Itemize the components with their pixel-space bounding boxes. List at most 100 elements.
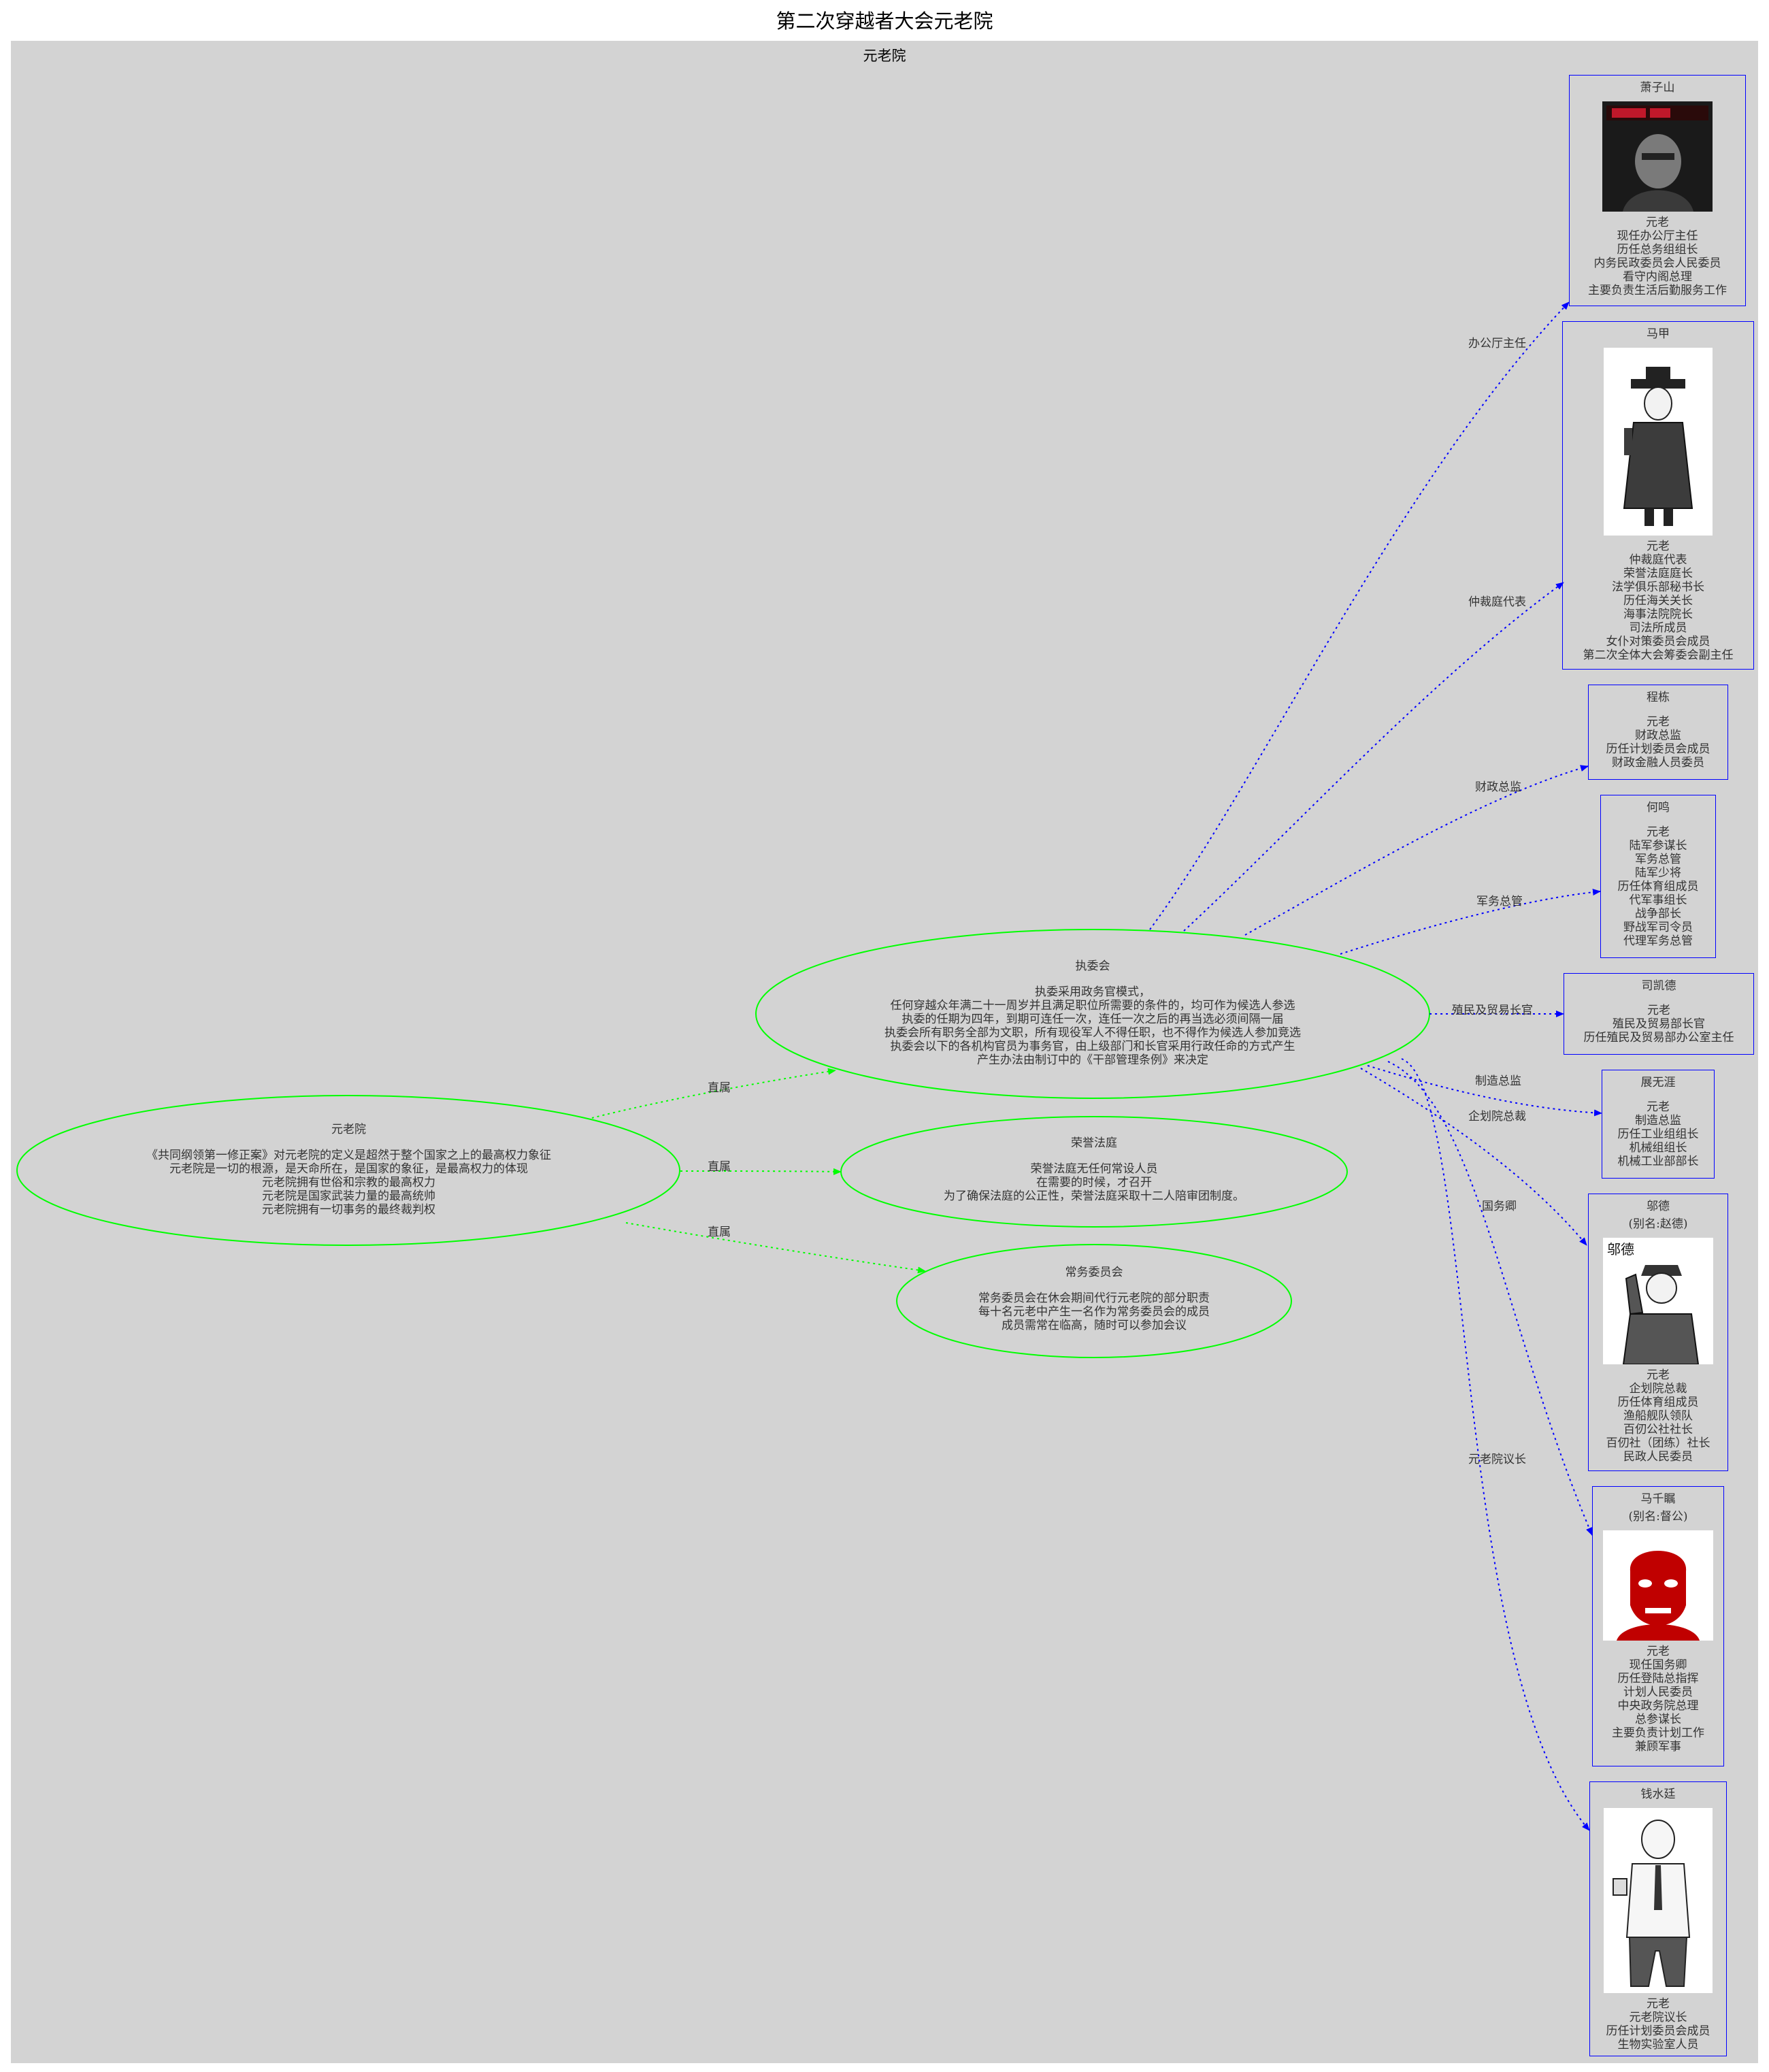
person-line: 荣誉法庭庭长 xyxy=(1623,567,1693,580)
edge-label: 军务总管 xyxy=(1476,895,1523,908)
person-line: 企划院总裁 xyxy=(1629,1382,1687,1396)
person-line: 总参谋长 xyxy=(1635,1713,1681,1726)
cluster-background xyxy=(11,41,1758,2063)
person-name: 展无涯 xyxy=(1640,1076,1676,1089)
person-line: 中央政务院总理 xyxy=(1617,1699,1699,1713)
person-line: 计划人民委员 xyxy=(1623,1685,1693,1699)
node-zhiweihui: 执委会 执委采用政务官模式， 任何穿越众年满二十一周岁并且满足职位所需要的条件的… xyxy=(756,959,1429,1067)
node-line: 执委会所有职务全部为文职，所有现役军人不得任职，也不得作为候选人参加竞选 xyxy=(884,1026,1301,1040)
person-line: 生物实验室人员 xyxy=(1617,2038,1699,2052)
person-line: 制造总监 xyxy=(1635,1114,1681,1128)
person-line: 百仞公社社长 xyxy=(1623,1423,1693,1436)
edge-zhiweihui-zhanwuya xyxy=(1367,1065,1602,1117)
person-line: 历任登陆总指挥 xyxy=(1617,1672,1699,1685)
node-line: 元老院拥有世俗和宗教的最高权力 xyxy=(262,1176,435,1189)
node-line: 产生办法由制订中的《干部管理条例》来决定 xyxy=(977,1053,1208,1067)
node-line: 执委会以下的各机构官员为事务官，由上级部门和长官采用行政任命的方式产生 xyxy=(890,1040,1295,1053)
person-line: 法学俱乐部秘书长 xyxy=(1612,580,1704,594)
person-chengdong: 程栋 元老 财政总监 历任计划委员会成员 财政金融人员委员 xyxy=(1588,685,1728,780)
person-line: 财政总监 xyxy=(1635,729,1681,742)
person-line: 主要负责生活后勤服务工作 xyxy=(1588,284,1727,297)
edge-zhiweihui-wude xyxy=(1360,1068,1587,1246)
node-title: 执委会 xyxy=(1075,959,1110,973)
person-name: 程栋 xyxy=(1647,691,1670,704)
person-line: 元老 xyxy=(1647,540,1670,553)
node-line: 常务委员会在休会期间代行元老院的部分职责 xyxy=(978,1292,1210,1305)
edge-zhiweihui-heming xyxy=(1340,889,1601,955)
person-line: 看守内阁总理 xyxy=(1623,270,1692,284)
person-line: 陆军参谋长 xyxy=(1629,839,1687,853)
node-title: 荣誉法庭 xyxy=(1071,1136,1117,1150)
node-line: 成员需常在临高，随时可以参加会议 xyxy=(1002,1319,1187,1332)
person-line: 历任殖民及贸易部办公室主任 xyxy=(1583,1031,1734,1045)
person-wude: 邬德 (别名:赵德) 邬德 元老 企划院总裁 历任体育组成员 渔船舰队领队 百仞… xyxy=(1588,1194,1728,1471)
person-line: 元老院议长 xyxy=(1629,2011,1687,2024)
person-line: 历任海关关长 xyxy=(1623,594,1693,608)
person-name: 何鸣 xyxy=(1647,801,1670,815)
person-line: 元老 xyxy=(1647,1100,1670,1114)
person-line: 历任计划委员会成员 xyxy=(1606,2024,1710,2038)
cluster-label: 元老院 xyxy=(863,48,906,64)
edge-zhiweihui-maqianzhu xyxy=(1387,1061,1593,1536)
person-line: 历任体育组成员 xyxy=(1617,1396,1699,1409)
person-alias: (别名:督公) xyxy=(1628,1510,1688,1524)
node-line: 为了确保法庭的公正性，荣誉法庭采取十二人陪审团制度。 xyxy=(944,1189,1244,1203)
image-caption: 邬德 xyxy=(1607,1241,1634,1257)
portrait-image xyxy=(1604,348,1713,536)
node-yuanlaoyuan-shape xyxy=(16,1095,680,1246)
person-line: 百仞社（团练）社长 xyxy=(1606,1436,1710,1450)
node-rongyufating: 荣誉法庭 荣誉法庭无任何常设人员 在需要的时候，才召开 为了确保法庭的公正性，荣… xyxy=(841,1136,1347,1203)
person-line: 元老 xyxy=(1647,1004,1670,1017)
person-line: 元老 xyxy=(1647,1368,1670,1382)
person-line: 代军事组长 xyxy=(1629,893,1687,907)
node-changwuweiyuanhui: 常务委员会 常务委员会在休会期间代行元老院的部分职责 每十名元老中产生一名作为常… xyxy=(897,1266,1291,1332)
person-line: 仲裁庭代表 xyxy=(1629,553,1687,567)
person-line: 民政人民委员 xyxy=(1623,1450,1693,1464)
node-line: 元老院拥有一切事务的最终裁判权 xyxy=(262,1203,435,1217)
edge-zhiweihui-chengdong xyxy=(1244,765,1589,936)
person-name: 邬德 xyxy=(1647,1200,1670,1213)
person-line: 财政金融人员委员 xyxy=(1612,756,1704,770)
edge-label: 殖民及贸易长官 xyxy=(1452,1004,1533,1017)
person-line: 海事法院院长 xyxy=(1623,608,1693,621)
node-line: 元老院是一切的根源，是天命所在，是国家的象征，是最高权力的体现 xyxy=(169,1162,528,1176)
person-line: 历任工业组组长 xyxy=(1617,1128,1699,1141)
edge-label: 财政总监 xyxy=(1475,780,1521,794)
person-heming: 何鸣 元老 陆军参谋长 军务总管 陆军少将 历任体育组成员 代军事组长 战争部长… xyxy=(1600,795,1716,958)
edge-label: 元老院议长 xyxy=(1468,1453,1526,1466)
edge-label: 国务卿 xyxy=(1482,1200,1517,1213)
person-qianshuiting: 钱水廷 元老 元老院议长 历任计划委员会成员 生物实验室人员 xyxy=(1589,1781,1727,2056)
person-xiaozishan: 萧子山 元老 现任办公厅主任 历任总务组组长 内务民政委员会人民委员 看守内阁总… xyxy=(1569,75,1746,306)
person-line: 元老 xyxy=(1647,1997,1670,2011)
person-maqianzhu: 马千瞩 (别名:督公) 元老 现任国务卿 历任登陆总指挥 计划人民委员 中央政务… xyxy=(1592,1486,1724,1766)
node-changwuweiyuanhui-shape xyxy=(896,1244,1292,1358)
edge-zhiweihui-qianshuiting xyxy=(1401,1058,1590,1831)
person-line: 现任办公厅主任 xyxy=(1617,229,1698,243)
edge-label: 办公厅主任 xyxy=(1468,337,1526,350)
person-line: 女仆对策委员会成员 xyxy=(1606,635,1710,648)
person-line: 兼顾军事 xyxy=(1635,1740,1681,1754)
person-line: 主要负责计划工作 xyxy=(1612,1726,1704,1740)
edge-label: 仲裁庭代表 xyxy=(1468,595,1526,609)
person-majia: 马甲 元老 仲裁庭代表 荣誉法庭庭长 法学俱乐部秘书长 历任海关关长 海事法院院… xyxy=(1562,321,1754,670)
person-name: 司凯德 xyxy=(1641,979,1676,993)
person-line: 野战军司令员 xyxy=(1623,921,1693,934)
person-line: 元老 xyxy=(1647,825,1670,839)
person-line: 内务民政委员会人民委员 xyxy=(1593,257,1721,270)
person-line: 现任国务卿 xyxy=(1629,1658,1687,1672)
person-sikaide: 司凯德 元老 殖民及贸易部长官 历任殖民及贸易部办公室主任 xyxy=(1564,973,1754,1055)
edge-yuanlaoyuan-rongyufating xyxy=(680,1168,842,1175)
person-alias: (别名:赵德) xyxy=(1628,1217,1688,1231)
node-line: 每十名元老中产生一名作为常务委员会的成员 xyxy=(978,1305,1210,1319)
node-line: 《共同纲领第一修正案》对元老院的定义是超然于整个国家之上的最高权力象征 xyxy=(146,1149,551,1162)
person-name: 马千瞩 xyxy=(1640,1492,1676,1506)
person-line: 历任总务组组长 xyxy=(1617,243,1698,257)
person-name: 马甲 xyxy=(1647,327,1670,341)
person-name: 钱水廷 xyxy=(1640,1788,1676,1801)
portrait-image xyxy=(1602,101,1713,212)
node-line: 执委采用政务官模式， xyxy=(1035,985,1151,999)
node-line: 任何穿越众年满二十一周岁并且满足职位所需要的条件的，均可作为候选人参选 xyxy=(890,999,1295,1013)
edge-label: 直属 xyxy=(708,1226,731,1239)
portrait-image: 邬德 xyxy=(1603,1238,1713,1364)
